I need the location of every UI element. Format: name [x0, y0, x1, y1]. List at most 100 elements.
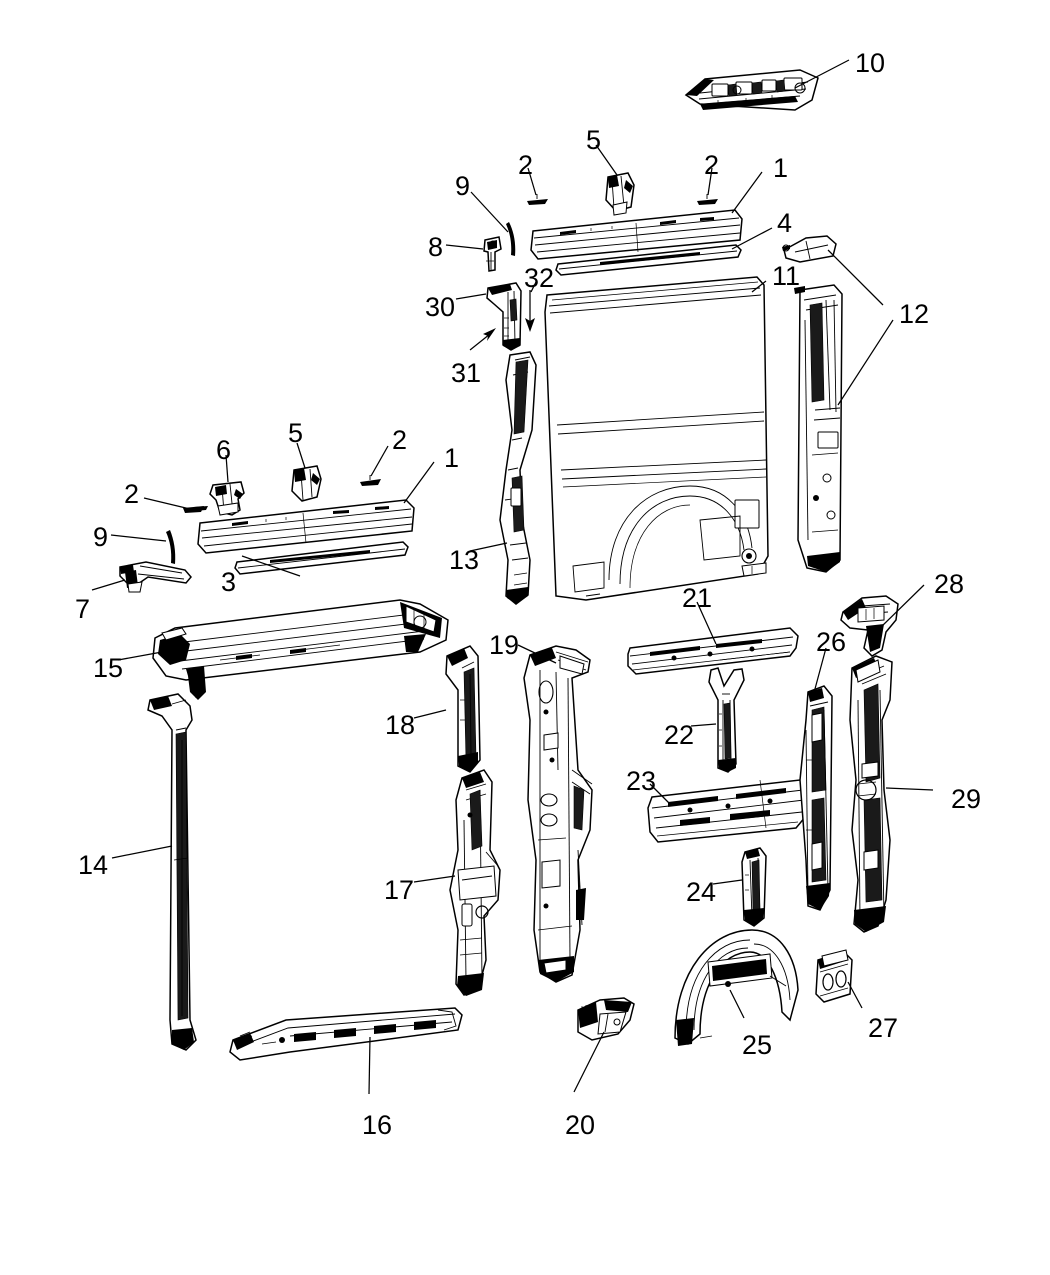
part-4-rail-trim-strip — [555, 244, 742, 276]
leader-19 — [517, 644, 557, 664]
callout-10: 10 — [855, 48, 886, 78]
callout-22: 22 — [664, 720, 695, 750]
part-12a-rear-pillar-cap — [782, 235, 837, 263]
callout-1: 1 — [773, 153, 789, 183]
part-1a-side-rail-reinforcement — [530, 209, 743, 260]
callout-2: 2 — [124, 479, 140, 509]
leader-9b — [110, 534, 167, 542]
leader-2a — [527, 167, 537, 196]
callout-30: 30 — [425, 292, 456, 322]
part-9b-curved-seal-strip — [166, 530, 176, 564]
leader-26 — [811, 647, 827, 701]
part-28-rear-corner-gusset — [840, 595, 899, 657]
callout-24: 24 — [686, 877, 717, 907]
part-32-alignment-arrow — [525, 290, 535, 332]
leader-31 — [469, 333, 491, 351]
leader-10 — [794, 59, 850, 89]
callout-12: 12 — [899, 299, 930, 329]
part-5b-retainer-clip — [291, 465, 322, 502]
leader-4 — [731, 227, 773, 250]
callout-25: 25 — [742, 1030, 773, 1060]
callout-20: 20 — [565, 1110, 596, 1140]
leader-1b — [403, 461, 435, 504]
part-22-pillar-brace — [708, 667, 745, 773]
callout-14: 14 — [78, 850, 109, 880]
leader-2b — [707, 167, 713, 196]
callout-32: 32 — [524, 263, 555, 293]
leader-5b — [296, 442, 306, 469]
callout-2: 2 — [518, 150, 534, 180]
leader-18 — [413, 709, 447, 719]
callout-16: 16 — [362, 1110, 393, 1140]
part-11-body-side-outer-panel — [544, 276, 769, 601]
callout-17: 17 — [384, 875, 415, 905]
part-30-upper-pillar-gusset — [486, 282, 522, 351]
callout-28: 28 — [934, 569, 965, 599]
callout-11: 11 — [772, 261, 801, 291]
leader-27 — [847, 981, 863, 1009]
part-10-roof-header-rail — [684, 69, 819, 111]
leader-16 — [368, 1036, 371, 1095]
callout-29: 29 — [951, 784, 982, 814]
callout-27: 27 — [868, 1013, 899, 1043]
part-5a-retainer-clip — [605, 172, 635, 216]
part-12b-rear-pillar-outer — [794, 284, 843, 573]
callout-15: 15 — [93, 653, 124, 683]
part-8-striker-bracket — [483, 236, 502, 272]
callout-5: 5 — [288, 418, 304, 448]
part-7-front-rail-end-bracket — [119, 561, 192, 593]
callout-13: 13 — [449, 545, 480, 575]
callout-19: 19 — [489, 630, 520, 660]
callout-26: 26 — [816, 627, 847, 657]
leader-9a — [470, 191, 509, 233]
part-16-door-sill-step-plate — [229, 1007, 463, 1061]
part-20-striker-reinforcement-bracket — [577, 997, 635, 1041]
leader-14 — [111, 845, 173, 859]
part-23-lower-sill-inner-member — [647, 779, 809, 843]
leader-28 — [879, 584, 925, 629]
leader-29 — [885, 787, 934, 791]
part-2c-fastener-clip — [360, 475, 381, 486]
part-24-short-reinforcement-bracket — [741, 847, 767, 927]
callout-2: 2 — [704, 150, 720, 180]
part-29-rear-quarter-inner-pillar — [849, 655, 893, 933]
leader-24 — [712, 879, 743, 885]
callout-21: 21 — [682, 583, 713, 613]
leader-12b — [837, 319, 894, 406]
callout-3: 3 — [221, 567, 237, 597]
leader-1a — [731, 171, 763, 214]
leader-22 — [690, 723, 717, 727]
leader-8 — [445, 244, 484, 250]
part-6-retainer-bracket — [209, 481, 245, 516]
leader-12a — [827, 249, 884, 306]
callout-23: 23 — [626, 766, 657, 796]
leader-32 — [530, 281, 537, 293]
part-2b-fastener-clip — [697, 194, 718, 205]
leader-17 — [413, 875, 456, 883]
callout-5: 5 — [586, 125, 602, 155]
callout-9: 9 — [455, 171, 471, 201]
callout-18: 18 — [385, 710, 416, 740]
callout-31: 31 — [451, 358, 482, 388]
callout-8: 8 — [428, 232, 444, 262]
leader-11 — [751, 280, 767, 293]
leader-2d — [143, 497, 191, 510]
part-27-mounting-plate-bracket — [815, 949, 853, 1003]
leader-15 — [117, 651, 163, 661]
leader-23 — [649, 783, 673, 807]
leader-13 — [469, 542, 508, 552]
callout-6: 6 — [216, 435, 232, 465]
leader-5a — [595, 144, 618, 176]
part-21-upper-belt-rail-member — [627, 627, 799, 675]
part-19-b-pillar-inner-assembly — [523, 645, 593, 983]
part-13-center-pillar-inner — [499, 351, 537, 605]
callout-4: 4 — [777, 208, 793, 238]
leader-25 — [729, 989, 745, 1019]
part-3-rail-trim-strip — [234, 541, 409, 575]
leader-6 — [225, 454, 229, 483]
leader-7 — [91, 579, 126, 591]
part-15-roof-bow-cross-member — [152, 599, 449, 700]
part-9a-curved-seal-strip — [506, 222, 516, 256]
